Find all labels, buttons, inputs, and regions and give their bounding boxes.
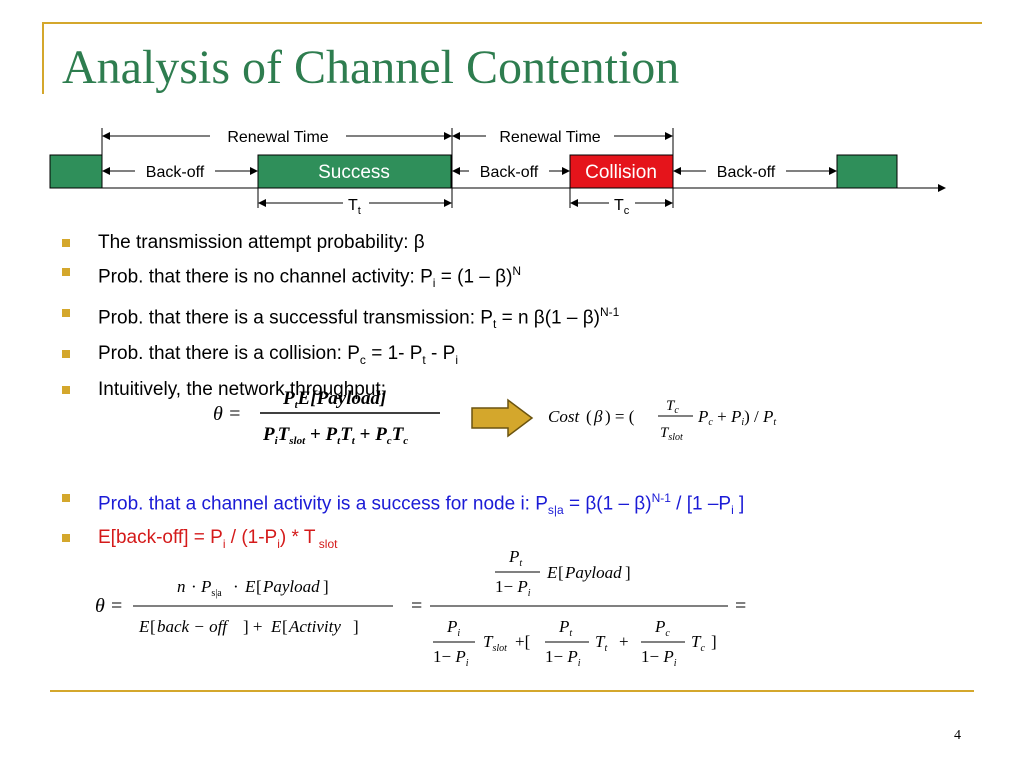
- bullet-no-activity: Prob. that there is no channel activity:…: [58, 257, 998, 298]
- svg-text:PiTslot + PtTt + PcTc: PiTslot + PtTt + PcTc: [262, 424, 408, 447]
- backoff-label-3: Back-off: [717, 164, 776, 181]
- bullet-marker: [62, 386, 70, 395]
- bullet-marker: [62, 350, 70, 359]
- svg-text:E: E: [138, 617, 150, 636]
- renewal-time-label-1: Renewal Time: [227, 129, 328, 146]
- frame-top-line: [42, 22, 982, 24]
- svg-text:+: +: [619, 632, 629, 651]
- svg-text:1− Pi: 1− Pi: [495, 577, 531, 599]
- svg-text:β: β: [593, 407, 603, 426]
- bullet-marker: [62, 494, 70, 502]
- throughput-equation: θ = PtE[Payload] PiTslot + PtTt + PcTc: [213, 388, 440, 447]
- svg-text:Pt: Pt: [508, 547, 522, 569]
- svg-text:Pc + Pi) / Pt: Pc + Pi) / Pt: [697, 407, 776, 428]
- svg-text:) = (: ) = (: [605, 407, 635, 426]
- bullet-marker: [62, 239, 70, 247]
- backoff-label-2: Back-off: [480, 164, 539, 181]
- tc-label: Tc: [614, 197, 630, 217]
- frame-vertical-line: [42, 22, 44, 94]
- svg-text:E: E: [546, 563, 558, 582]
- svg-text:]: ]: [323, 577, 329, 596]
- svg-text:n: n: [177, 577, 186, 596]
- svg-text:1− Pi: 1− Pi: [641, 647, 677, 669]
- bullet-expected-backoff: E[back-off] = Pi / (1-Pi) * T slot: [58, 524, 1018, 558]
- svg-text:Activity: Activity: [288, 617, 341, 636]
- bullet-marker: [62, 309, 70, 318]
- channel-timeline-diagram: Success Collision Renewal Time Renewal T…: [49, 126, 946, 217]
- bullet-success-per-activity: Prob. that a channel activity is a succe…: [58, 484, 1018, 524]
- last-transmission-block: [836, 154, 898, 189]
- svg-text:[: [: [256, 577, 262, 596]
- renewal-time-label-2: Renewal Time: [499, 129, 600, 146]
- svg-text:θ: θ: [95, 595, 105, 617]
- success-label: Success: [318, 162, 390, 183]
- svg-text:Tt: Tt: [595, 632, 607, 654]
- svg-text:·: ·: [191, 577, 197, 596]
- probability-bullets: The transmission attempt probability: β …: [58, 228, 998, 404]
- svg-text:]: ]: [711, 632, 717, 651]
- svg-text:Pi: Pi: [446, 617, 460, 639]
- slide-number: 4: [954, 728, 961, 743]
- svg-text:1− Pi: 1− Pi: [433, 647, 469, 669]
- bullet-marker: [62, 534, 70, 543]
- svg-text:+[: +[: [515, 632, 531, 651]
- svg-text:Tslot: Tslot: [660, 425, 683, 443]
- activity-bullets: Prob. that a channel activity is a succe…: [58, 484, 1018, 558]
- svg-text:(: (: [586, 407, 592, 426]
- svg-text:E: E: [244, 577, 256, 596]
- svg-text:Tc: Tc: [666, 398, 679, 416]
- throughput-detailed-equation: θ = n · Ps|a · E[Payload] E[back − off] …: [95, 547, 746, 669]
- svg-text:1− Pi: 1− Pi: [545, 647, 581, 669]
- bullet-attempt-probability: The transmission attempt probability: β: [58, 228, 998, 257]
- bullet-collision-probability: Prob. that there is a collision: Pc = 1-…: [58, 339, 998, 375]
- svg-text:PtE[Payload]: PtE[Payload]: [282, 388, 386, 411]
- svg-text:Pc: Pc: [654, 617, 670, 639]
- svg-text:[: [: [558, 563, 564, 582]
- svg-text:]: ]: [625, 563, 631, 582]
- svg-text:Cost: Cost: [548, 407, 580, 426]
- svg-text:E: E: [270, 617, 282, 636]
- tt-label: Tt: [348, 197, 361, 217]
- cost-equation: Cost ( β ) = ( Tc Tslot Pc + Pi) / Pt: [548, 398, 776, 443]
- collision-label: Collision: [585, 162, 657, 183]
- svg-text:Tc: Tc: [691, 632, 705, 654]
- svg-text:[: [: [150, 617, 156, 636]
- frame-bottom-line: [50, 690, 974, 692]
- svg-text:Pt: Pt: [558, 617, 572, 639]
- svg-text:·: ·: [233, 577, 239, 596]
- slide-title: Analysis of Channel Contention: [62, 41, 680, 94]
- backoff-label-1: Back-off: [146, 164, 205, 181]
- svg-text:Ps|a: Ps|a: [200, 577, 222, 599]
- svg-text:=: =: [111, 595, 122, 617]
- svg-text:Payload: Payload: [262, 577, 320, 596]
- svg-text:]: ]: [353, 617, 359, 636]
- svg-text:Tslot: Tslot: [483, 632, 507, 654]
- svg-text:Payload: Payload: [564, 563, 622, 582]
- svg-text:[: [: [282, 617, 288, 636]
- bullet-throughput: Intuitively, the network throughput:: [58, 375, 998, 404]
- success-block: [257, 154, 452, 189]
- svg-text:] +: ] +: [243, 617, 263, 636]
- svg-text:θ =: θ =: [213, 403, 241, 425]
- bullet-marker: [62, 268, 70, 276]
- implies-arrow-icon: [471, 398, 534, 438]
- svg-text:back − off: back − off: [157, 617, 229, 636]
- first-transmission-block: [49, 154, 103, 189]
- svg-text:=: =: [411, 595, 422, 617]
- bullet-success-probability: Prob. that there is a successful transmi…: [58, 298, 998, 339]
- svg-text:=: =: [735, 595, 746, 617]
